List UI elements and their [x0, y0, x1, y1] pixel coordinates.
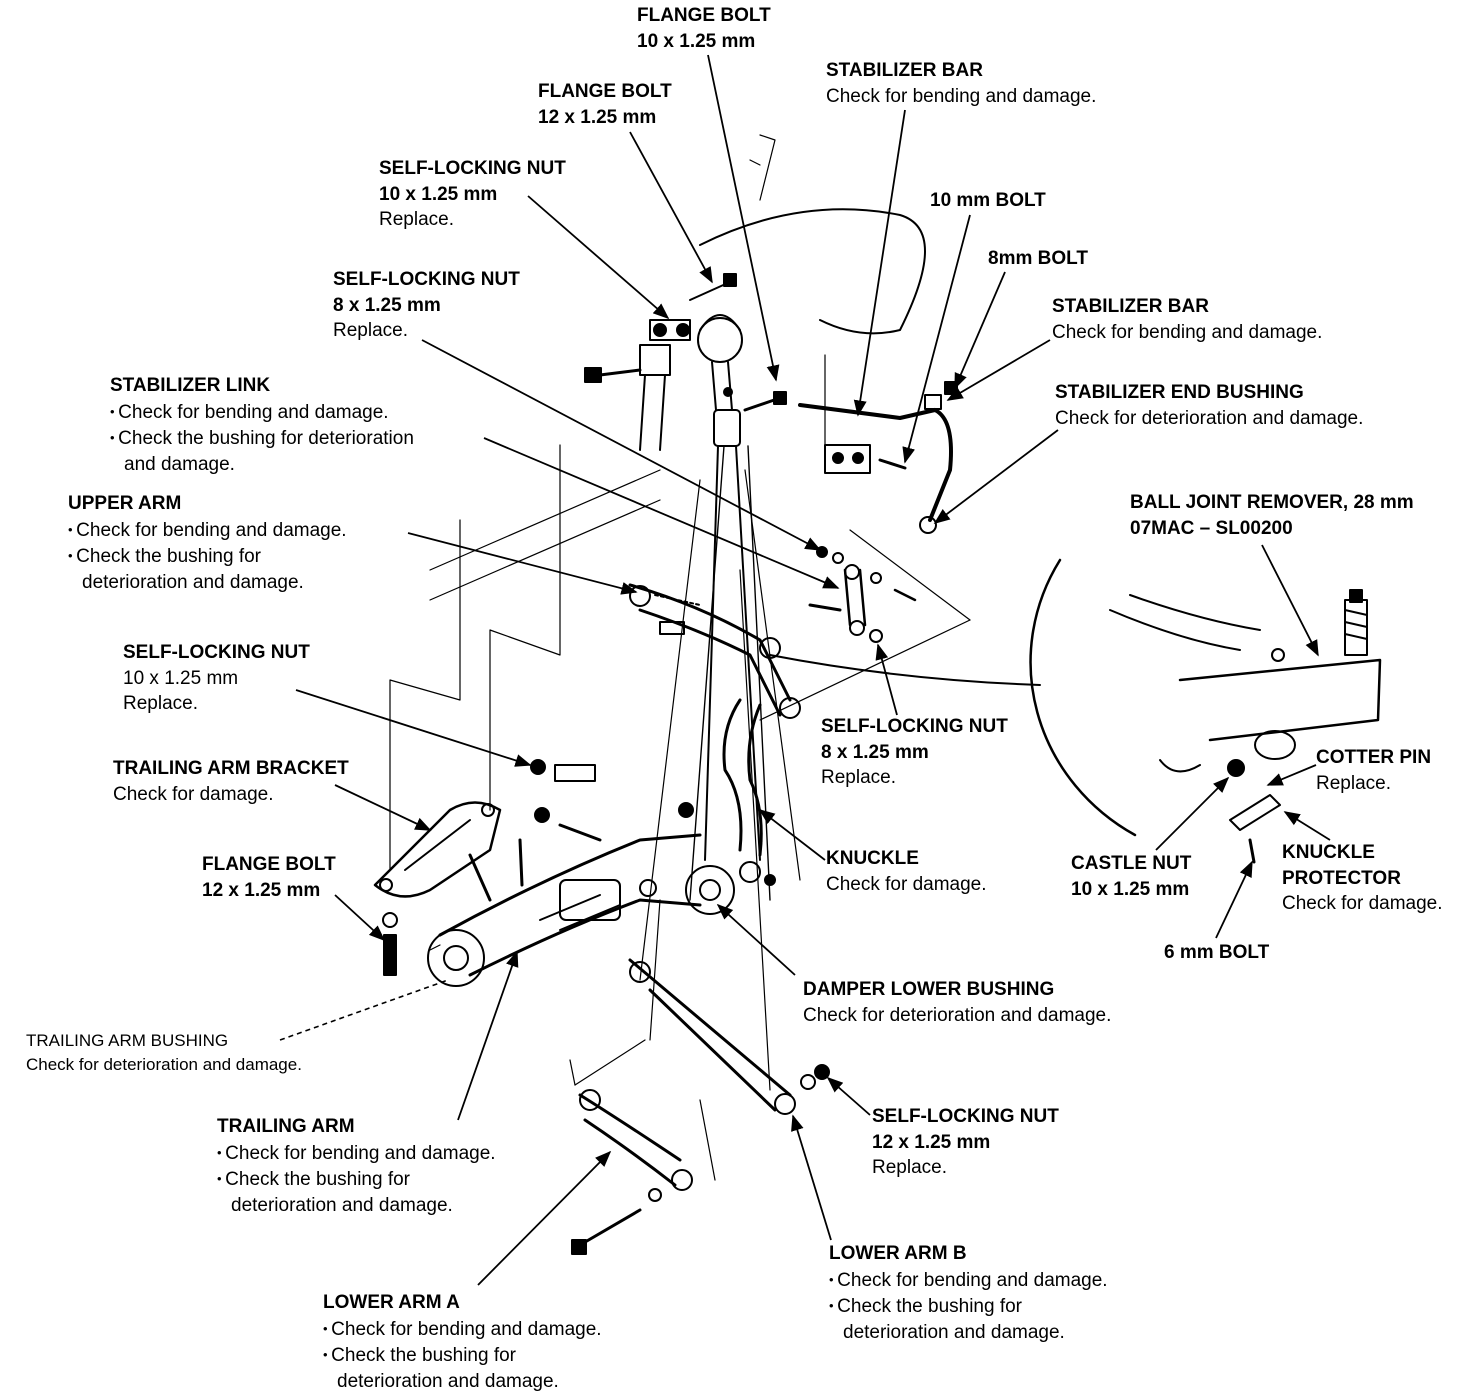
trailing-arm-part: [427, 833, 702, 987]
label-lower-arm-b: LOWER ARM B Check for bending and damage…: [829, 1241, 1108, 1345]
label-ball-joint-remover: BALL JOINT REMOVER, 28 mm 07MAC – SL0020…: [1130, 492, 1414, 539]
label-castle-nut: CASTLE NUT 10 x 1.25 mm: [1071, 853, 1192, 900]
upper-arm-part: [628, 583, 801, 719]
label-self-locking-nut-10-top: SELF-LOCKING NUT 10 x 1.25 mm Replace.: [379, 158, 566, 230]
label-flange-bolt-12-left: FLANGE BOLT 12 x 1.25 mm: [202, 854, 336, 901]
label-stabilizer-bar-right: STABILIZER BAR Check for bending and dam…: [1052, 296, 1323, 343]
construction-lines: [389, 134, 971, 1181]
lower-arm-a-part: [571, 1089, 693, 1255]
trailing-arm-bracket-part: [373, 801, 524, 976]
label-trailing-arm: TRAILING ARM Check for bending and damag…: [217, 1114, 496, 1218]
label-flange-bolt-12: FLANGE BOLT 12 x 1.25 mm: [538, 81, 672, 128]
lower-arm-b-part: [628, 958, 830, 1115]
label-trailing-arm-bracket: TRAILING ARM BRACKET Check for damage.: [113, 758, 349, 805]
stabilizer-bar: [798, 381, 958, 534]
label-knuckle-protector: KNUCKLE PROTECTOR Check for damage.: [1282, 842, 1443, 914]
label-self-locking-nut-8-mid: SELF-LOCKING NUT 8 x 1.25 mm Replace.: [821, 716, 1008, 788]
label-self-locking-nut-8-top: SELF-LOCKING NUT 8 x 1.25 mm Replace.: [333, 269, 520, 341]
label-upper-arm: UPPER ARM Check for bending and damage. …: [68, 491, 347, 595]
damper-assembly: [689, 314, 771, 901]
mid-nut-hardware: [530, 759, 694, 842]
label-stabilizer-link: STABILIZER LINK Check for bending and da…: [110, 373, 414, 477]
label-self-locking-nut-12: SELF-LOCKING NUT 12 x 1.25 mm Replace.: [872, 1106, 1059, 1178]
knuckle-part: [685, 698, 776, 915]
upper-mount-hardware: [584, 208, 926, 451]
label-10mm-bolt: 10 mm BOLT: [930, 190, 1046, 211]
label-lower-arm-a: LOWER ARM A Check for bending and damage…: [323, 1290, 602, 1394]
label-flange-bolt-top: FLANGE BOLT 10 x 1.25 mm: [637, 5, 771, 52]
label-cotter-pin: COTTER PIN Replace.: [1316, 747, 1432, 794]
label-knuckle: KNUCKLE Check for damage.: [826, 848, 987, 895]
label-8mm-bolt: 8mm BOLT: [988, 248, 1088, 269]
stabilizer-link-part: [808, 546, 917, 643]
trailing-arm-bushing-leader: [279, 979, 449, 1041]
label-self-locking-nut-10-mid: SELF-LOCKING NUT 10 x 1.25 mm Replace.: [123, 642, 310, 714]
ball-joint-inset: [1029, 558, 1382, 864]
leader-lines: [295, 54, 1331, 1286]
label-stabilizer-end-bushing: STABILIZER END BUSHING Check for deterio…: [1055, 382, 1364, 429]
label-stabilizer-bar-top: STABILIZER BAR Check for bending and dam…: [826, 60, 1097, 107]
label-6mm-bolt: 6 mm BOLT: [1164, 942, 1270, 963]
label-damper-lower-bushing: DAMPER LOWER BUSHING Check for deteriora…: [803, 979, 1112, 1026]
label-trailing-arm-bushing: TRAILING ARM BUSHING Check for deteriora…: [26, 1031, 302, 1074]
